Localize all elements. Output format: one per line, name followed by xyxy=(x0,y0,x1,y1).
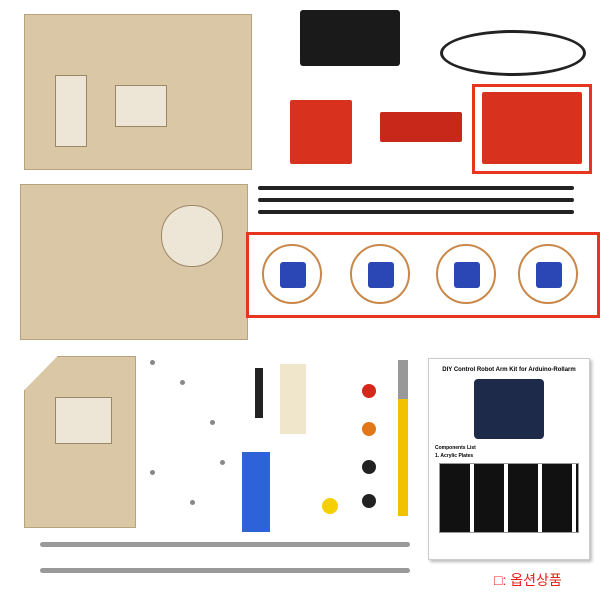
sensor-shield-board xyxy=(290,100,352,164)
acrylic-plate-base xyxy=(24,356,136,528)
section-heading: 1. Acrylic Plates xyxy=(435,453,474,459)
acrylic-plate-top xyxy=(24,14,252,170)
optional-product-legend: □: 옵션상품 xyxy=(494,572,562,588)
knob xyxy=(362,494,376,508)
arduino-board xyxy=(482,92,582,164)
knob xyxy=(362,422,376,436)
robot-arm-image xyxy=(474,379,544,439)
wire xyxy=(258,210,574,214)
optional-highlight-arduino xyxy=(472,84,592,174)
components-heading: Components List xyxy=(435,445,476,451)
battery-holder xyxy=(300,10,400,66)
instruction-manual: DIY Control Robot Arm Kit for Arduino-Ro… xyxy=(428,358,590,560)
optional-highlight-servos xyxy=(246,232,600,318)
plates-diagram xyxy=(439,463,579,533)
blue-strap xyxy=(242,452,270,532)
knob xyxy=(362,460,376,474)
acrylic-plate-middle xyxy=(20,184,248,340)
servo-motor xyxy=(262,244,322,304)
screwdriver xyxy=(398,360,408,516)
spacers xyxy=(255,368,263,418)
wire xyxy=(258,186,574,190)
usb-cable xyxy=(440,30,586,76)
servo-motor xyxy=(350,244,410,304)
servo-motor xyxy=(518,244,578,304)
foam-pads xyxy=(280,364,306,434)
wire xyxy=(258,198,574,202)
servo-motor xyxy=(436,244,496,304)
knob xyxy=(362,384,376,398)
yellow-cap xyxy=(322,498,338,514)
manual-title: DIY Control Robot Arm Kit for Arduino-Ro… xyxy=(442,367,576,373)
phone-cable xyxy=(40,542,410,547)
potentiometer-board xyxy=(380,112,462,142)
phone-cable xyxy=(40,568,410,573)
